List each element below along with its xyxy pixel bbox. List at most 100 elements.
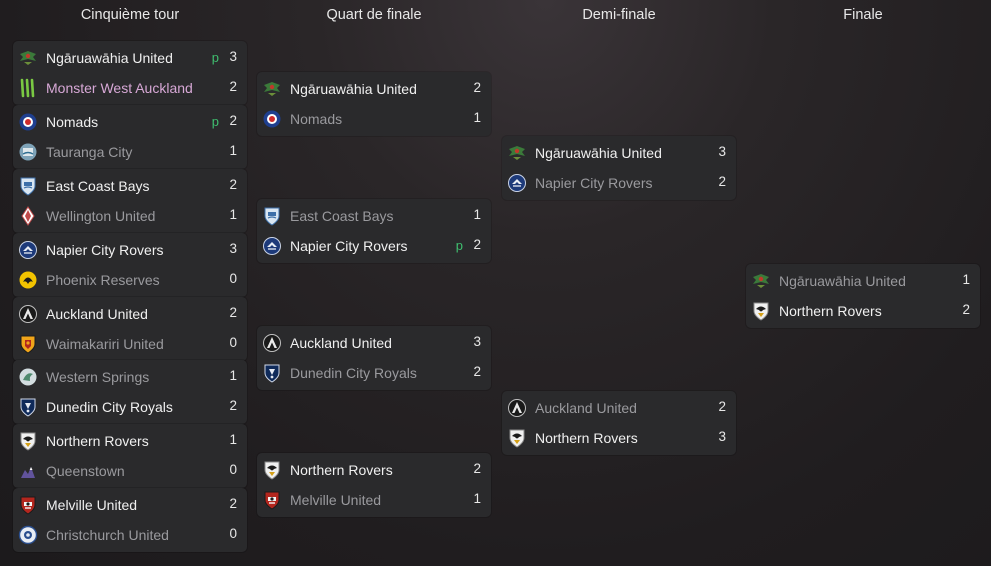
- team-row[interactable]: Christchurch United 0: [13, 521, 247, 549]
- team-score: 0: [229, 271, 237, 286]
- melville-crest-icon: [18, 495, 38, 515]
- monster-claw-icon: [18, 78, 38, 98]
- queenstown-crest-icon: [18, 461, 38, 481]
- melville-crest-icon: [262, 490, 282, 510]
- team-score: 2: [229, 305, 237, 320]
- nomads-crest-icon: [262, 109, 282, 129]
- waimakariri-crest-icon: [18, 334, 38, 354]
- team-score: 3: [229, 241, 237, 256]
- napier-crest-icon: [262, 236, 282, 256]
- dunedin-crest-icon: [262, 363, 282, 383]
- northern-rovers-crest-icon: [262, 460, 282, 480]
- team-row[interactable]: Northern Rovers 3: [502, 424, 736, 452]
- team-name: Napier City Rovers: [46, 242, 164, 258]
- team-score: 3: [718, 429, 726, 444]
- team-score: 2: [718, 399, 726, 414]
- nomads-crest-icon: [18, 112, 38, 132]
- team-score: 1: [962, 272, 970, 287]
- eastcoast-crest-icon: [18, 176, 38, 196]
- dunedin-crest-icon: [18, 397, 38, 417]
- team-score: 0: [229, 526, 237, 541]
- team-name: Ngāruawāhia United: [46, 50, 173, 66]
- team-row[interactable]: Northern Rovers 2: [257, 456, 491, 484]
- team-score: 2: [473, 461, 481, 476]
- napier-crest-icon: [507, 173, 527, 193]
- team-name: Napier City Rovers: [535, 175, 653, 191]
- team-name: Phoenix Reserves: [46, 272, 160, 288]
- team-row[interactable]: Napier City Rovers 2: [502, 169, 736, 197]
- team-score: 2: [718, 174, 726, 189]
- team-name: Dunedin City Royals: [290, 365, 417, 381]
- team-name: Auckland United: [46, 306, 148, 322]
- team-row[interactable]: Napier City Rovers 3: [13, 236, 247, 264]
- team-score: 3: [473, 334, 481, 349]
- team-score: 2: [962, 302, 970, 317]
- team-name: Northern Rovers: [535, 430, 638, 446]
- ngaruawahia-crest-icon: [262, 79, 282, 99]
- team-score: 1: [229, 432, 237, 447]
- penalty-marker: p: [455, 238, 463, 253]
- auckland-crest-icon: [507, 398, 527, 418]
- team-score: 1: [473, 110, 481, 125]
- phoenix-crest-icon: [18, 270, 38, 290]
- team-name: Christchurch United: [46, 527, 169, 543]
- tauranga-crest-icon: [18, 142, 38, 162]
- team-score: 2: [229, 177, 237, 192]
- team-name: East Coast Bays: [290, 208, 394, 224]
- team-name: Northern Rovers: [290, 462, 393, 478]
- team-name: Western Springs: [46, 369, 150, 385]
- team-name: Auckland United: [290, 335, 392, 351]
- team-score: 3: [718, 144, 726, 159]
- team-name: Melville United: [290, 492, 382, 508]
- penalty-marker: p: [211, 50, 219, 65]
- christchurch-crest-icon: [18, 525, 38, 545]
- penalty-marker: p: [211, 114, 219, 129]
- auckland-crest-icon: [262, 333, 282, 353]
- team-row[interactable]: Auckland United 2: [13, 300, 247, 328]
- team-name: Nomads: [46, 114, 99, 130]
- team-row[interactable]: Auckland United 3: [257, 329, 491, 357]
- wellington-crest-icon: [18, 206, 38, 226]
- team-name: Waimakariri United: [46, 336, 164, 352]
- northern-rovers-crest-icon: [751, 301, 771, 321]
- team-name: Queenstown: [46, 463, 125, 479]
- team-row[interactable]: Phoenix Reserves 0: [13, 266, 247, 294]
